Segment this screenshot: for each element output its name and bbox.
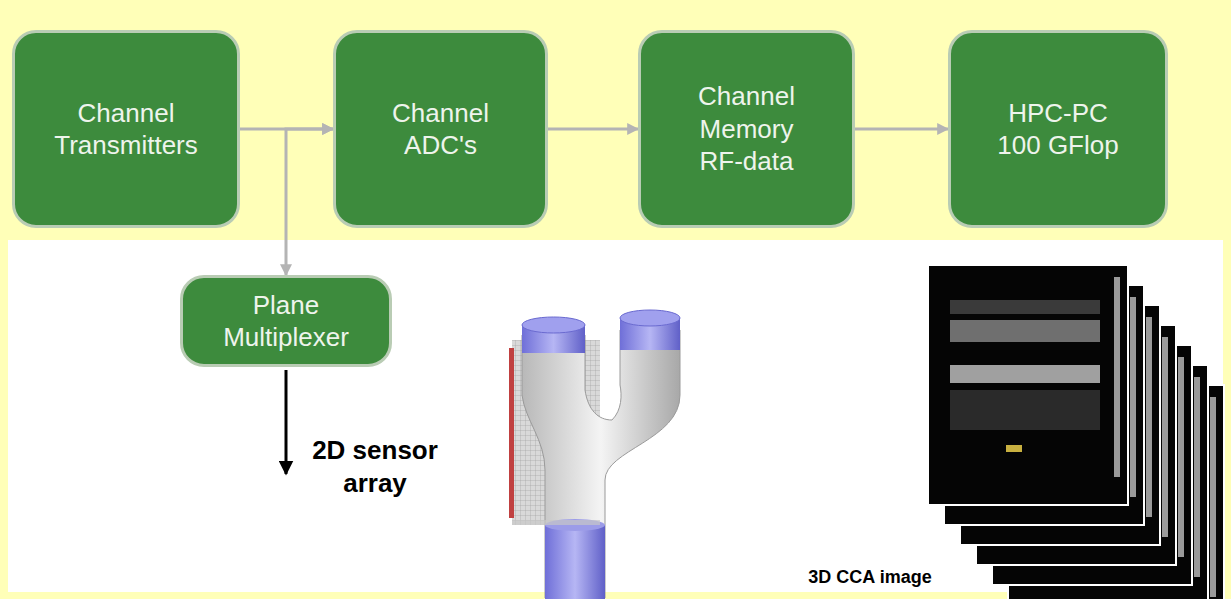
ultrasound-stack [928,265,1224,599]
sensor-label: 2D sensor array [300,434,450,499]
box-label: Plane Multiplexer [201,289,371,354]
flow-arrow [548,128,638,131]
process-box: HPC-PC 100 GFlop [948,30,1168,228]
box-label: Channel Transmitters [31,97,221,162]
flow-arrow [286,129,333,275]
process-box: Channel Memory RF-data [638,30,855,228]
multiplexer-box: Plane Multiplexer [180,275,392,367]
carotid-model [509,310,680,599]
box-label: Channel ADC's [381,97,501,162]
flow-arrow [855,128,948,131]
box-label: HPC-PC 100 GFlop [992,97,1124,162]
process-box: Channel Transmitters [12,30,240,228]
box-label: Channel Memory RF-data [684,80,809,178]
process-box: Channel ADC's [333,30,548,228]
image-label: 3D CCA image [800,566,940,589]
sensor-arrow [285,370,288,474]
